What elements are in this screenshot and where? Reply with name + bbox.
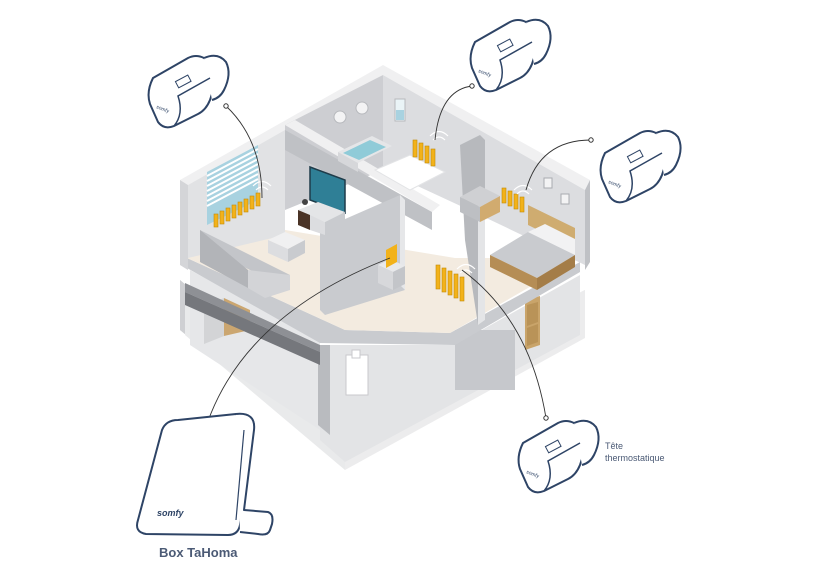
thermostat-head-living-room[interactable] [147,54,230,129]
label-line-1: Tête [605,441,624,451]
tahoma-box[interactable]: somfy [136,412,274,536]
somfy-logo: somfy [157,508,185,518]
thermostat-head-bedroom[interactable] [599,129,682,204]
thermostat-head-label: Tête thermostatique [605,440,665,464]
label-line-2: thermostatique [605,453,665,463]
thermostat-head-bathroom[interactable] [469,18,552,93]
house-illustration [180,65,590,470]
tahoma-box-label: Box TaHoma [159,545,238,560]
thermostat-head-hallway[interactable] [517,419,600,494]
